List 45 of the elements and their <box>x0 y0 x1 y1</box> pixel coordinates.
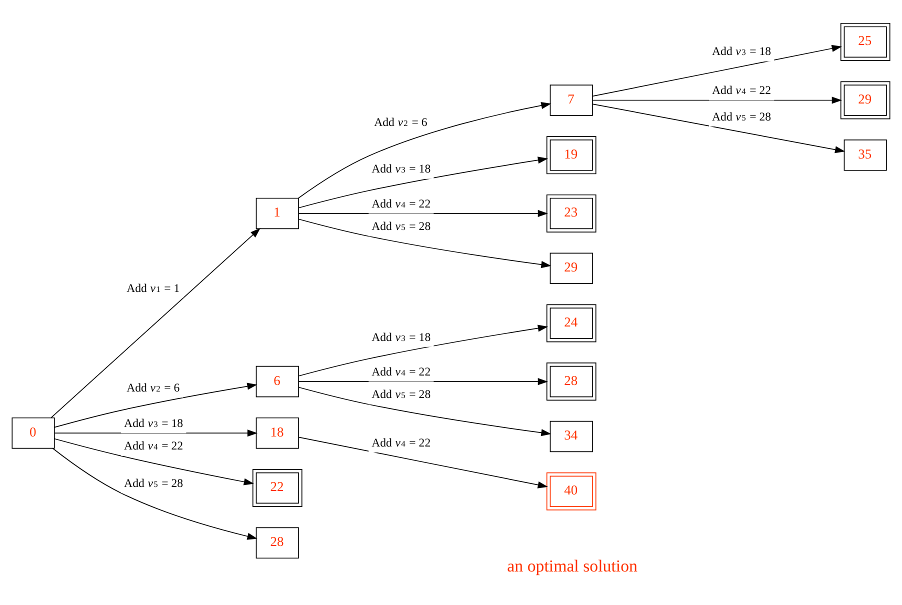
node-box: 6 <box>256 365 299 397</box>
node-box: 24 <box>546 304 596 342</box>
node-box: 28 <box>256 526 299 558</box>
edge-label: Add v5 = 28 <box>124 475 184 490</box>
arrow <box>50 228 260 418</box>
arrow <box>52 447 258 540</box>
edge-label: Add v1 = 1 <box>126 280 180 294</box>
edge-label: Add v4 = 22 <box>372 434 431 449</box>
edge-label: Add v4 = 22 <box>124 438 184 452</box>
edge-label: Add v5 = 28 <box>712 108 772 123</box>
node-box: 25 <box>840 22 890 60</box>
node-box: 35 <box>844 139 887 170</box>
arrow <box>298 436 548 488</box>
edge-label: Add v5 = 28 <box>372 386 431 401</box>
node-box: 29 <box>840 80 890 119</box>
arrow <box>298 324 548 376</box>
arrow <box>298 209 548 216</box>
edge-label: Add v4 = 22 <box>372 364 431 378</box>
edge-label: Add v5 = 28 <box>372 218 431 233</box>
node-box: 28 <box>546 362 596 400</box>
arrow <box>54 429 258 436</box>
node-box: 40 <box>546 472 596 510</box>
edge-label: Add v2 = 6 <box>374 114 428 129</box>
node-box: 18 <box>256 416 299 448</box>
node-box: 0 <box>12 416 55 448</box>
edge-label: Add v3 = 18 <box>372 329 431 344</box>
arrow <box>54 382 258 428</box>
edge-label: Add v3 = 18 <box>372 161 431 176</box>
edge-label: Add v2 = 6 <box>126 380 180 394</box>
arrow <box>298 378 548 385</box>
node-label: an optimal solution <box>507 556 638 576</box>
node-box: 19 <box>546 136 596 174</box>
edge-label: Add v3 = 18 <box>712 44 772 58</box>
arrow <box>592 103 846 153</box>
arrow <box>298 156 548 208</box>
edge-label: Add v4 = 22 <box>712 82 772 97</box>
node-box: 34 <box>550 420 593 452</box>
node-box: 23 <box>546 194 596 232</box>
node-box: 22 <box>252 468 302 507</box>
edge-label: Add v4 = 22 <box>372 196 431 210</box>
arrow <box>298 101 552 198</box>
node-box: 1 <box>256 197 299 229</box>
edge-label: Add v3 = 18 <box>124 415 184 430</box>
node-box: 29 <box>550 252 593 284</box>
node-box: 7 <box>550 84 593 116</box>
